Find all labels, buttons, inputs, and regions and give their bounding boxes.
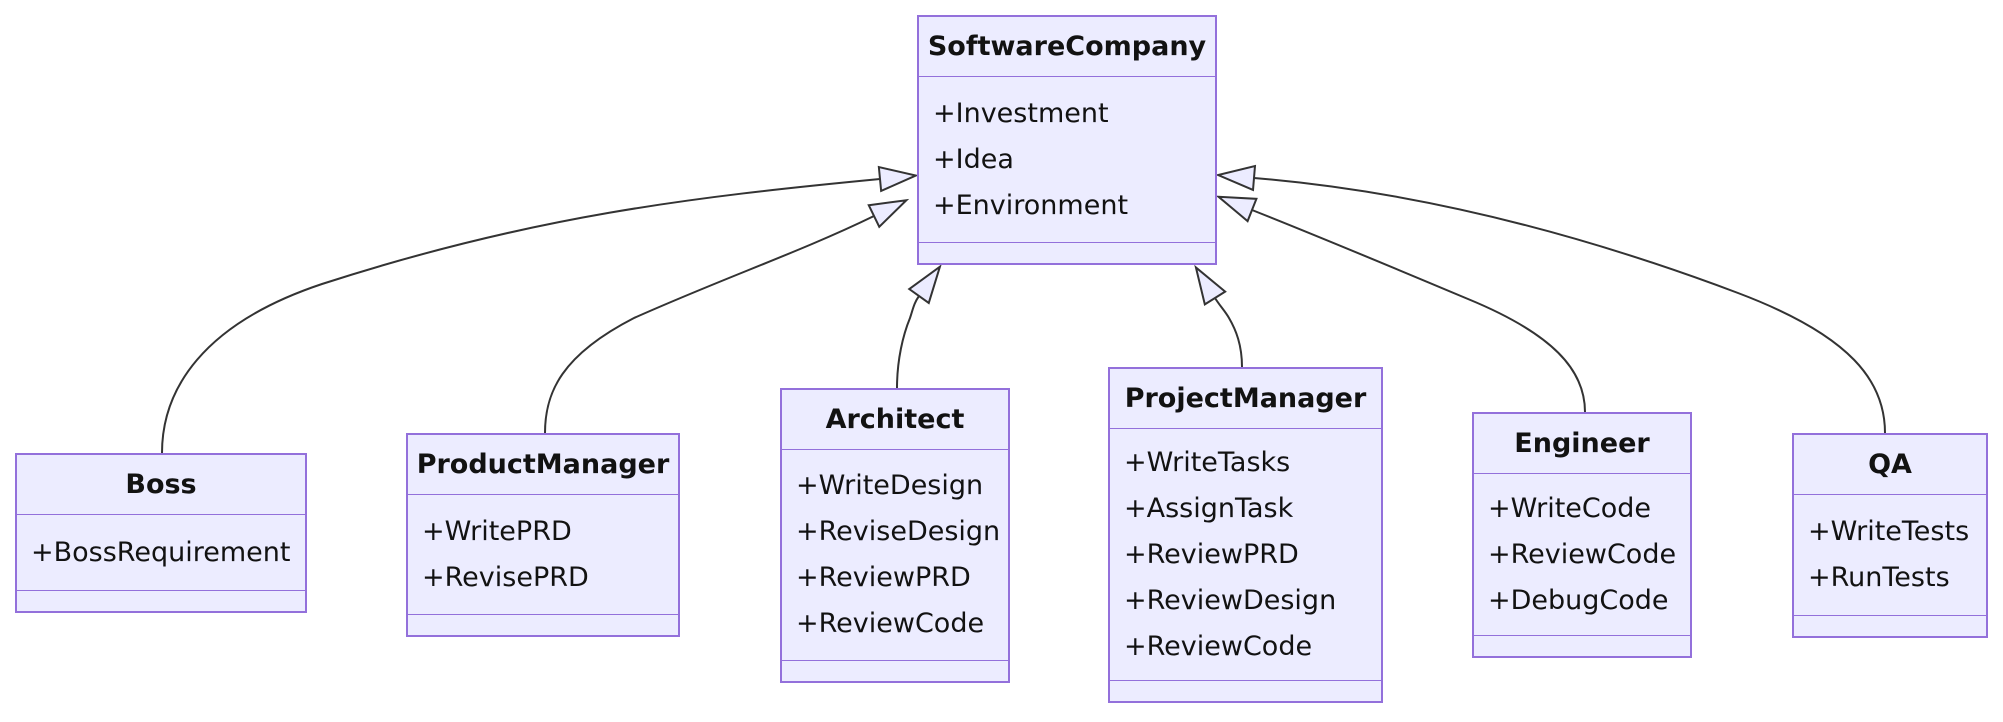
class-attribute: +WritePRD: [422, 515, 572, 547]
edge-boss-to-softwarecompany: [161, 165, 919, 454]
edge-qa-to-softwarecompany: [1214, 164, 1886, 434]
class-attributes: +WriteCode +ReviewCode +DebugCode: [1474, 474, 1690, 635]
class-methods-empty: [1794, 615, 1986, 636]
class-title: SoftwareCompany: [919, 17, 1215, 77]
class-attribute: +WriteTasks: [1124, 446, 1291, 478]
class-attributes: +WriteTasks +AssignTask +ReviewPRD +Revi…: [1110, 429, 1381, 680]
class-attribute: +Environment: [933, 189, 1129, 221]
class-methods-empty: [782, 660, 1008, 681]
edge-projectmanager-to-softwarecompany: [1194, 264, 1243, 368]
class-methods-empty: [1474, 635, 1690, 656]
class-attribute: +WriteCode: [1488, 492, 1652, 524]
class-attribute: +ReviewPRD: [796, 562, 971, 593]
class-node-architect: Architect +WriteDesign +ReviseDesign +Re…: [780, 388, 1010, 683]
class-node-boss: Boss +BossRequirement: [15, 453, 307, 613]
class-node-projectmanager: ProjectManager +WriteTasks +AssignTask +…: [1108, 367, 1383, 703]
class-attribute: +ReviewCode: [1488, 538, 1677, 570]
class-attribute: +ReviewCode: [796, 608, 985, 639]
class-attribute: +WriteTests: [1808, 516, 1970, 547]
class-attribute: +RevisePRD: [422, 561, 589, 593]
edge-productmanager-to-softwarecompany: [544, 198, 910, 434]
class-attributes: +WritePRD +RevisePRD: [408, 495, 678, 614]
class-attributes: +BossRequirement: [17, 515, 305, 590]
class-attribute: +AssignTask: [1124, 492, 1294, 524]
class-attribute: +BossRequirement: [31, 536, 291, 568]
class-node-productmanager: ProductManager +WritePRD +RevisePRD: [406, 433, 680, 637]
class-methods-empty: [17, 590, 305, 611]
class-title: ProjectManager: [1110, 369, 1381, 429]
class-title: ProductManager: [408, 435, 678, 495]
class-title: QA: [1794, 435, 1986, 495]
class-attribute: +ReviseDesign: [796, 516, 1001, 547]
class-node-engineer: Engineer +WriteCode +ReviewCode +DebugCo…: [1472, 412, 1692, 658]
class-title: Boss: [17, 455, 305, 515]
class-attribute: +ReviewDesign: [1124, 584, 1337, 616]
class-title: Architect: [782, 390, 1008, 450]
edge-architect-to-softwarecompany: [896, 264, 942, 389]
class-attributes: +WriteDesign +ReviseDesign +ReviewPRD +R…: [782, 450, 1008, 660]
class-methods-empty: [1110, 680, 1381, 701]
class-node-softwarecompany: SoftwareCompany +Investment +Idea +Envir…: [917, 15, 1217, 265]
edge-engineer-to-softwarecompany: [1215, 195, 1586, 413]
class-node-qa: QA +WriteTests +RunTests: [1792, 433, 1988, 638]
class-methods-empty: [919, 242, 1215, 263]
class-attribute: +WriteDesign: [796, 470, 984, 501]
class-attribute: +ReviewCode: [1124, 630, 1313, 662]
class-attributes: +WriteTests +RunTests: [1794, 495, 1986, 615]
class-attribute: +RunTests: [1808, 562, 1950, 593]
class-attribute: +Idea: [933, 143, 1014, 175]
class-attribute: +ReviewPRD: [1124, 538, 1299, 570]
class-attribute: +Investment: [933, 97, 1109, 129]
class-attribute: +DebugCode: [1488, 584, 1669, 616]
class-title: Engineer: [1474, 414, 1690, 474]
class-methods-empty: [408, 614, 678, 635]
class-attributes: +Investment +Idea +Environment: [919, 77, 1215, 242]
